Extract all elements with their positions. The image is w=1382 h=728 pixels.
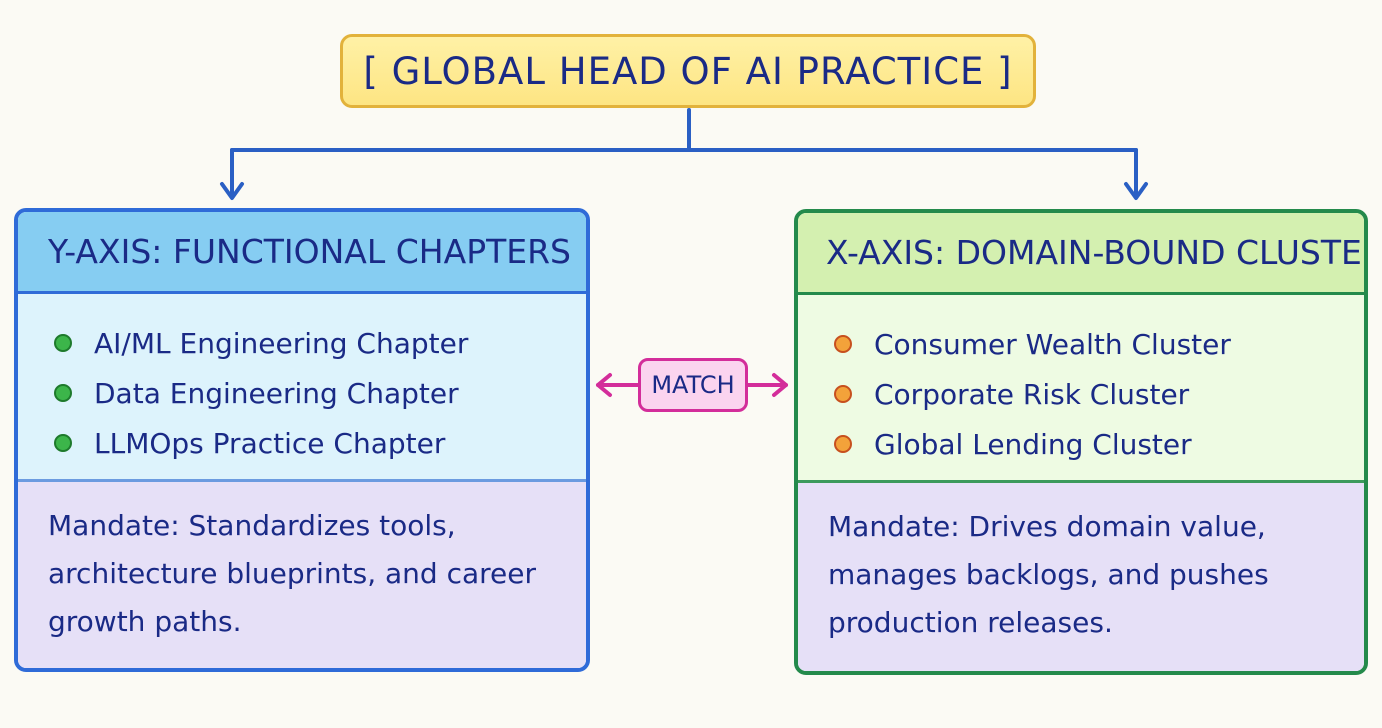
list-item: LLMOps Practice Chapter (54, 418, 586, 468)
list-item-label: Corporate Risk Cluster (874, 377, 1190, 411)
domain-clusters-list: Consumer Wealth Cluster Corporate Risk C… (798, 295, 1364, 483)
orange-bullet-icon (834, 335, 852, 353)
root-title: [ GLOBAL HEAD OF AI PRACTICE ] (363, 49, 1013, 93)
list-item: Corporate Risk Cluster (834, 369, 1364, 419)
domain-clusters-header: X-AXIS: DOMAIN-BOUND CLUSTERS (798, 213, 1364, 295)
domain-clusters-mandate: Mandate: Drives domain value, manages ba… (798, 483, 1364, 671)
root-to-panels-connector (220, 108, 1148, 200)
list-item: Consumer Wealth Cluster (834, 319, 1364, 369)
orange-bullet-icon (834, 385, 852, 403)
list-item-label: Consumer Wealth Cluster (874, 327, 1231, 361)
green-bullet-icon (54, 334, 72, 352)
match-badge: MATCH (638, 358, 748, 412)
left-arrowhead (220, 182, 244, 200)
match-right-arrowhead (772, 373, 788, 397)
functional-chapters-panel: Y-AXIS: FUNCTIONAL CHAPTERS AI/ML Engine… (14, 208, 590, 672)
match-left-arrowhead (596, 373, 612, 397)
functional-chapters-header: Y-AXIS: FUNCTIONAL CHAPTERS (18, 212, 586, 294)
right-arrowhead (1124, 182, 1148, 200)
match-label: MATCH (651, 371, 735, 399)
list-item: Global Lending Cluster (834, 419, 1364, 469)
list-item-label: Data Engineering Chapter (94, 376, 459, 410)
orange-bullet-icon (834, 435, 852, 453)
list-item-label: Global Lending Cluster (874, 427, 1192, 461)
list-item: AI/ML Engineering Chapter (54, 318, 586, 368)
list-item-label: AI/ML Engineering Chapter (94, 326, 469, 360)
green-bullet-icon (54, 384, 72, 402)
root-node-box: [ GLOBAL HEAD OF AI PRACTICE ] (340, 34, 1036, 108)
functional-chapters-list: AI/ML Engineering Chapter Data Engineeri… (18, 294, 586, 482)
green-bullet-icon (54, 434, 72, 452)
domain-clusters-panel: X-AXIS: DOMAIN-BOUND CLUSTERS Consumer W… (794, 209, 1368, 675)
list-item: Data Engineering Chapter (54, 368, 586, 418)
functional-chapters-mandate: Mandate: Standardizes tools, architectur… (18, 482, 586, 668)
list-item-label: LLMOps Practice Chapter (94, 426, 446, 460)
